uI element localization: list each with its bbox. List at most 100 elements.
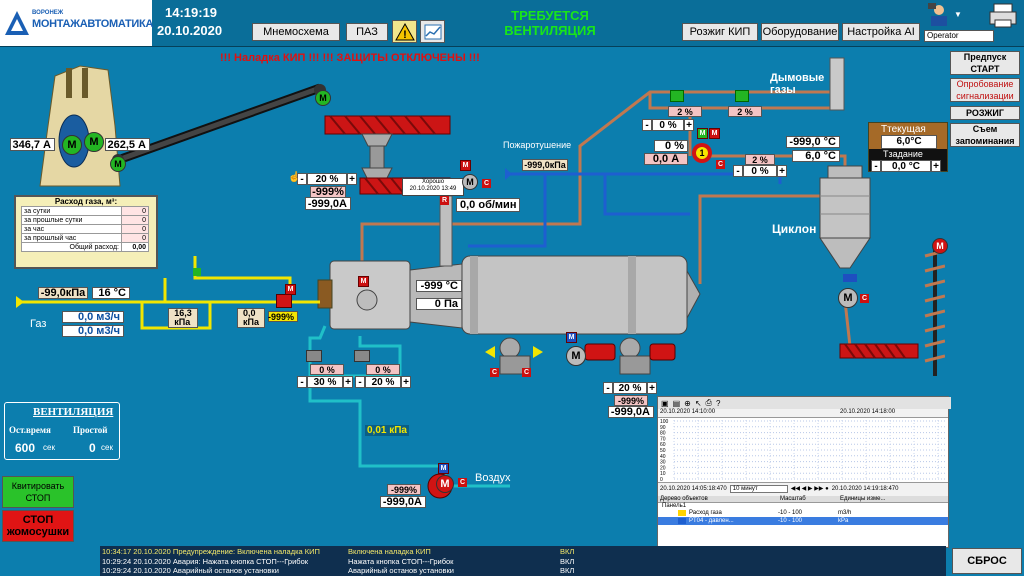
drive-plus-button[interactable]: +: [647, 382, 657, 394]
trend-folder-icon[interactable]: ▣: [661, 398, 669, 408]
valve3-minus-button[interactable]: -: [733, 165, 743, 177]
reset-button[interactable]: СБРОС: [952, 548, 1022, 574]
air-valve2-sp-value[interactable]: 20 %: [365, 376, 401, 388]
trend-button[interactable]: [420, 20, 445, 43]
crusher-motor-right-icon[interactable]: M: [84, 132, 104, 152]
air-valve1-minus-button[interactable]: -: [297, 376, 307, 388]
user-icon[interactable]: [928, 3, 950, 27]
air-valve1-sp-value[interactable]: 30 %: [307, 376, 343, 388]
fan1-red-tag[interactable]: M: [709, 128, 720, 139]
exh-valve1-plus-button[interactable]: +: [684, 119, 694, 131]
printer-icon[interactable]: [988, 2, 1018, 28]
trend-interval-select[interactable]: 10 минут: [729, 484, 788, 493]
trend-time-start: 20.10.2020 14:10:00: [660, 409, 716, 415]
exh-valve2-icon[interactable]: [735, 90, 749, 102]
trend-cursor-icon[interactable]: ↖: [694, 398, 702, 408]
nav-ai-button[interactable]: Настройка AI: [842, 23, 920, 41]
burner-m-tag[interactable]: M: [285, 284, 296, 295]
drive-motor-icon[interactable]: M: [566, 346, 586, 366]
nav-kip-button[interactable]: Розжиг КИП: [682, 23, 758, 41]
alarm-row[interactable]: 10:34:17 20.10.2020 Предупреждение: Вклю…: [102, 547, 320, 556]
exh-valve1-sp-value[interactable]: 0 %: [652, 119, 684, 131]
t-setpoint-plus-button[interactable]: +: [931, 160, 941, 172]
gas-pressure: -99,0кПа: [38, 287, 88, 299]
burner-pct: -999%: [268, 311, 298, 322]
alarm-row[interactable]: 10:29:24 20.10.2020 Аварийный останов ус…: [102, 566, 279, 575]
feeder-plus-button[interactable]: +: [347, 173, 357, 185]
trend-to[interactable]: 20.10.2020 14:19:18:470: [831, 485, 899, 492]
crusher-motor-left-icon[interactable]: M: [62, 135, 82, 155]
trend-from[interactable]: 20.10.2020 14:05:18:470: [660, 485, 727, 492]
conveyor-motor-high-icon[interactable]: M: [315, 90, 331, 106]
trend-legend-table: Дерево объектов Масштаб Единицы изме... …: [658, 496, 948, 546]
elevator-motor-icon[interactable]: M: [932, 238, 948, 254]
fan1-c-tag[interactable]: C: [716, 160, 725, 169]
feeder-c-tag[interactable]: C: [482, 179, 491, 188]
t-setpoint-value[interactable]: 0,0 °С: [881, 160, 931, 172]
ignition-button[interactable]: РОЗЖИГ: [950, 106, 1020, 120]
burner-valve-icon[interactable]: [276, 294, 292, 308]
memo-shot-button[interactable]: Съем запоминания: [950, 123, 1020, 147]
cyclone-c-tag[interactable]: C: [860, 294, 869, 303]
prestart-button[interactable]: Предпуск СТАРТ: [950, 51, 1020, 75]
drum-m-tag[interactable]: M: [358, 276, 369, 287]
exh-valve1-minus-button[interactable]: -: [642, 119, 652, 131]
blower-motor-icon[interactable]: M: [436, 475, 454, 493]
bucket-elevator: [924, 244, 945, 376]
drive-setpoint: - 20 % +: [603, 382, 657, 394]
trend-help-icon[interactable]: ?: [715, 398, 721, 408]
air-valve2-plus-button[interactable]: +: [401, 376, 411, 388]
trend-panel-node[interactable]: Панель1: [662, 503, 687, 509]
air-valve1-icon[interactable]: [306, 350, 322, 362]
nav-equipment-button[interactable]: Оборудование: [761, 23, 839, 41]
nav-paz-button[interactable]: ПАЗ: [346, 23, 388, 41]
user-menu-chevron-icon[interactable]: ▼: [954, 10, 962, 19]
trend-y-tick: 100: [660, 419, 669, 425]
trend-print-icon[interactable]: ⎙: [705, 398, 712, 407]
warning-button[interactable]: !: [392, 20, 417, 43]
feeder-motor-icon[interactable]: M: [462, 174, 478, 190]
alarm-test-button[interactable]: Опробование сигнализации: [950, 78, 1020, 102]
exh-valve1-icon[interactable]: [670, 90, 684, 102]
trend-save-icon[interactable]: ▤: [672, 398, 681, 408]
drive-minus-button[interactable]: -: [603, 382, 613, 394]
cyclone-motor-icon[interactable]: M: [838, 288, 858, 308]
fan1-m-tag[interactable]: M: [697, 128, 708, 139]
alarm-row[interactable]: 10:29:24 20.10.2020 Авария: Нажата кнопк…: [102, 556, 309, 566]
status-message: ТРЕБУЕТСЯ ВЕНТИЛЯЦИЯ: [504, 8, 596, 38]
feeder-r-tag[interactable]: R: [440, 196, 449, 205]
cyclone-motor-tag[interactable]: [843, 274, 857, 282]
conveyor-motor-low-icon[interactable]: M: [110, 156, 126, 172]
gas-valve-green-icon[interactable]: [193, 268, 201, 276]
feeder-setpoint-value[interactable]: 20 %: [307, 173, 347, 185]
user-field[interactable]: Operator: [924, 30, 994, 42]
drive-m-tag[interactable]: M: [566, 332, 577, 343]
trend-nav-icon[interactable]: ◀◀ ◀ ▶ ▶▶ ●: [790, 486, 829, 492]
stop-dryer-button[interactable]: СТОП жомосушки: [2, 510, 74, 542]
blower-c-tag[interactable]: C: [458, 478, 467, 487]
air-valve2-icon[interactable]: [354, 350, 370, 362]
air-valve1-plus-button[interactable]: +: [343, 376, 353, 388]
protection-warning-banner: !!! Наладка КИП !!! !!! ЗАЩИТЫ ОТКЛЮЧЕНЫ…: [220, 52, 480, 64]
fan1-pct: 0 %: [654, 140, 688, 152]
drive-sp-value[interactable]: 20 %: [613, 382, 647, 394]
t-setpoint-minus-button[interactable]: -: [871, 160, 881, 172]
drive-c-tag-left[interactable]: C: [490, 368, 499, 377]
ack-stop-button[interactable]: Квитировать СТОП: [2, 476, 74, 508]
trend-zoom-icon[interactable]: ⊕: [684, 398, 691, 408]
crusher-left-current: 346,7 А: [10, 138, 55, 151]
blower-m-tag[interactable]: M: [438, 463, 449, 474]
feeder-m-tag[interactable]: M: [460, 160, 471, 171]
air-valve2-minus-button[interactable]: -: [355, 376, 365, 388]
fan1-icon[interactable]: 1: [692, 143, 712, 163]
drive-c-tag-right[interactable]: C: [522, 368, 531, 377]
valve3-plus-button[interactable]: +: [777, 165, 787, 177]
feeder-minus-button[interactable]: -: [297, 173, 307, 185]
valve3-sp-value[interactable]: 0 %: [743, 165, 777, 177]
nav-mnemo-button[interactable]: Мнемосхема: [252, 23, 340, 41]
